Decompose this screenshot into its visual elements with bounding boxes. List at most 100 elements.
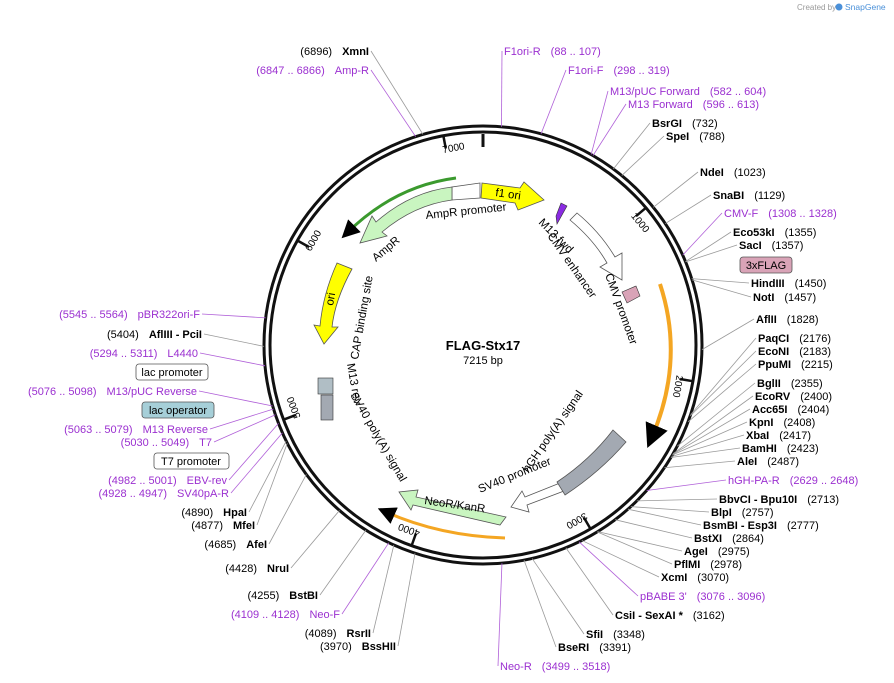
tick-label-7000: 7000 xyxy=(442,141,466,156)
leader-pbr322ori-f xyxy=(201,313,266,319)
primer-label-m13-reverse[interactable]: (5063 .. 5079)M13 Reverse xyxy=(64,424,208,436)
feature-sv40-promoter[interactable] xyxy=(510,482,565,513)
feature-ampr[interactable] xyxy=(359,186,453,244)
enzyme-label-bsshii[interactable]: (3970)BssHII xyxy=(320,641,396,653)
feature-lac-region[interactable] xyxy=(317,377,334,395)
label-sv40-polya: SV40 poly(A) signal xyxy=(347,391,408,484)
enzyme-label-mfei[interactable]: (4877)MfeI xyxy=(191,520,255,532)
primer-label-ebv-rev[interactable]: (4982 .. 5001)EBV-rev xyxy=(108,475,227,487)
enzyme-label-snabi[interactable]: SnaBI(1129) xyxy=(713,190,785,202)
enzyme-label-hindiii[interactable]: HindIII(1450) xyxy=(751,278,826,290)
primer-label-sv40pa-r[interactable]: (4928 .. 4947)SV40pA-R xyxy=(99,488,230,500)
leader-pbabe-3- xyxy=(578,541,639,597)
tick-4000 xyxy=(410,533,418,546)
leader-aflii xyxy=(701,318,755,350)
primer-label-cmv-f[interactable]: CMV-F(1308 .. 1328) xyxy=(724,208,837,220)
enzyme-label-bstxi[interactable]: BstXI(2864) xyxy=(694,533,764,545)
enzyme-label-ppumi[interactable]: PpuMI(2215) xyxy=(758,359,833,371)
primer-label-pbr322ori-f[interactable]: (5545 .. 5564)pBR322ori-F xyxy=(59,309,200,321)
feature-cmv-enhancer[interactable] xyxy=(569,212,623,281)
primer-label-amp-r[interactable]: (6847 .. 6866)Amp-R xyxy=(256,65,369,77)
enzyme-label-spei[interactable]: SpeI(788) xyxy=(666,131,725,143)
primer-label-f1ori-r[interactable]: F1ori-R(88 .. 107) xyxy=(504,46,601,58)
feature-stx17-orf[interactable] xyxy=(645,283,673,449)
enzyme-label-blpi[interactable]: BlpI(2757) xyxy=(711,507,774,519)
enzyme-label-bsmbi-esp3i[interactable]: BsmBI - Esp3I(2777) xyxy=(703,520,819,532)
enzyme-label-bstbi[interactable]: (4255)BstBI xyxy=(247,590,318,602)
leader-ecorv xyxy=(672,395,754,454)
enzyme-label-xcmi[interactable]: XcmI(3070) xyxy=(661,572,729,584)
primer-label-pbabe-3-[interactable]: pBABE 3'(3076 .. 3096) xyxy=(640,591,765,603)
leader-csii-sexai- xyxy=(565,547,614,616)
enzyme-label-bsrgi[interactable]: BsrGI(732) xyxy=(652,118,718,130)
enzyme-label-ndei[interactable]: NdeI(1023) xyxy=(700,167,766,179)
feature-neor-kanr[interactable] xyxy=(398,489,507,526)
enzyme-label-sfii[interactable]: SfiI(3348) xyxy=(586,629,645,641)
leader-sv40pa-r xyxy=(230,432,283,494)
feature-sv40-polya-box[interactable] xyxy=(320,394,334,421)
enzyme-label-rsrii[interactable]: (4089)RsrII xyxy=(305,628,371,640)
enzyme-label-aflii[interactable]: AflII(1828) xyxy=(756,314,819,326)
leader-bglii xyxy=(676,382,756,447)
enzyme-label-pflmi[interactable]: PflMI(2978) xyxy=(674,559,742,571)
enzyme-label-afei[interactable]: (4685)AfeI xyxy=(204,539,267,551)
enzyme-label-eco53ki[interactable]: Eco53kI(1355) xyxy=(733,227,816,239)
enzyme-label-xbai[interactable]: XbaI(2417) xyxy=(746,430,811,442)
enzyme-label-noti[interactable]: NotI(1457) xyxy=(753,292,816,304)
enzyme-label-bbvci-bpu10i[interactable]: BbvCI - Bpu10I(2713) xyxy=(719,494,839,506)
leader-amp-r xyxy=(370,69,416,137)
enzyme-label-xmni[interactable]: (6896)XmnI xyxy=(300,46,369,58)
leader-bbvci-bpu10i xyxy=(636,498,718,502)
enzyme-label-afliii-pcii[interactable]: (5404)AflIII - PciI xyxy=(107,329,202,341)
enzyme-label-saci[interactable]: SacI(1357) xyxy=(739,240,803,252)
leader-bsmbi-esp3i xyxy=(627,508,702,526)
feature-ori[interactable] xyxy=(313,262,353,345)
primer-label-m13-puc-forward[interactable]: M13/pUC Forward(582 .. 604) xyxy=(610,86,766,98)
primer-label-m13-puc-reverse[interactable]: (5076 .. 5098)M13/pUC Reverse xyxy=(28,386,197,398)
leader-f1ori-r xyxy=(501,50,503,127)
primer-label-t7[interactable]: (5030 .. 5049)T7 xyxy=(121,437,212,449)
leader-alei xyxy=(664,460,736,469)
leader-ndei xyxy=(653,171,699,208)
leader-hgh-pa-r xyxy=(646,479,727,491)
enzyme-label-ecorv[interactable]: EcoRV(2400) xyxy=(755,391,832,403)
enzyme-label-bseri[interactable]: BseRI(3391) xyxy=(558,642,631,654)
tick-label-6000: 6000 xyxy=(304,228,325,253)
primer-label-l4440[interactable]: (5294 .. 5311)L4440 xyxy=(90,348,198,360)
feature-m13-fwd[interactable] xyxy=(555,202,568,225)
primer-label-neo-f[interactable]: (4109 .. 4128)Neo-F xyxy=(231,609,340,621)
box-t7-promoter: T7 promoter xyxy=(161,456,221,468)
leader-m13-puc-forward xyxy=(590,90,609,155)
enzyme-label-nrui[interactable]: (4428)NruI xyxy=(225,563,289,575)
primer-label-neo-r[interactable]: Neo-R(3499 .. 3518) xyxy=(500,661,610,673)
enzyme-label-alei[interactable]: AleI(2487) xyxy=(737,456,799,468)
label-cmv-promoter: CMV promoter xyxy=(602,272,639,347)
enzyme-label-kpni[interactable]: KpnI(2408) xyxy=(749,417,815,429)
enzyme-label-bglii[interactable]: BglII(2355) xyxy=(757,378,823,390)
enzyme-label-paqci[interactable]: PaqCI(2176) xyxy=(758,333,831,345)
plasmid-name: FLAG-Stx17 xyxy=(446,338,520,353)
enzyme-label-csii-sexai-[interactable]: CsiI - SexAI *(3162) xyxy=(615,610,725,622)
leader-xcmi xyxy=(581,540,660,578)
feature-ampr-promoter[interactable] xyxy=(451,182,481,201)
enzyme-label-acc65i[interactable]: Acc65I(2404) xyxy=(752,404,829,416)
feature-3xflag[interactable] xyxy=(621,285,641,304)
enzyme-label-hpai[interactable]: (4890)HpaI xyxy=(181,507,247,519)
primer-label-hgh-pa-r[interactable]: hGH-PA-R(2629 .. 2648) xyxy=(728,475,858,487)
snapgene-logo-icon xyxy=(835,3,843,11)
enzyme-label-econi[interactable]: EcoNI(2183) xyxy=(758,346,831,358)
enzyme-label-agei[interactable]: AgeI(2975) xyxy=(684,546,750,558)
leader-m13-puc-reverse xyxy=(198,390,273,407)
feature-hgh-polya[interactable] xyxy=(556,429,627,496)
backbone xyxy=(262,124,704,566)
leader-bstbi xyxy=(319,529,367,596)
leader-rsrii xyxy=(372,544,395,634)
feature-neor-orf xyxy=(377,507,506,540)
created-by-text: Created by xyxy=(797,3,836,12)
feature-ampr-orf xyxy=(341,176,457,239)
primer-label-m13-forward[interactable]: M13 Forward(596 .. 613) xyxy=(628,99,759,111)
enzyme-label-bamhi[interactable]: BamHI(2423) xyxy=(742,443,819,455)
feature-f1-ori[interactable] xyxy=(480,181,545,211)
leader-bseri xyxy=(523,559,557,648)
primer-label-f1ori-f[interactable]: F1ori-F(298 .. 319) xyxy=(568,65,670,77)
